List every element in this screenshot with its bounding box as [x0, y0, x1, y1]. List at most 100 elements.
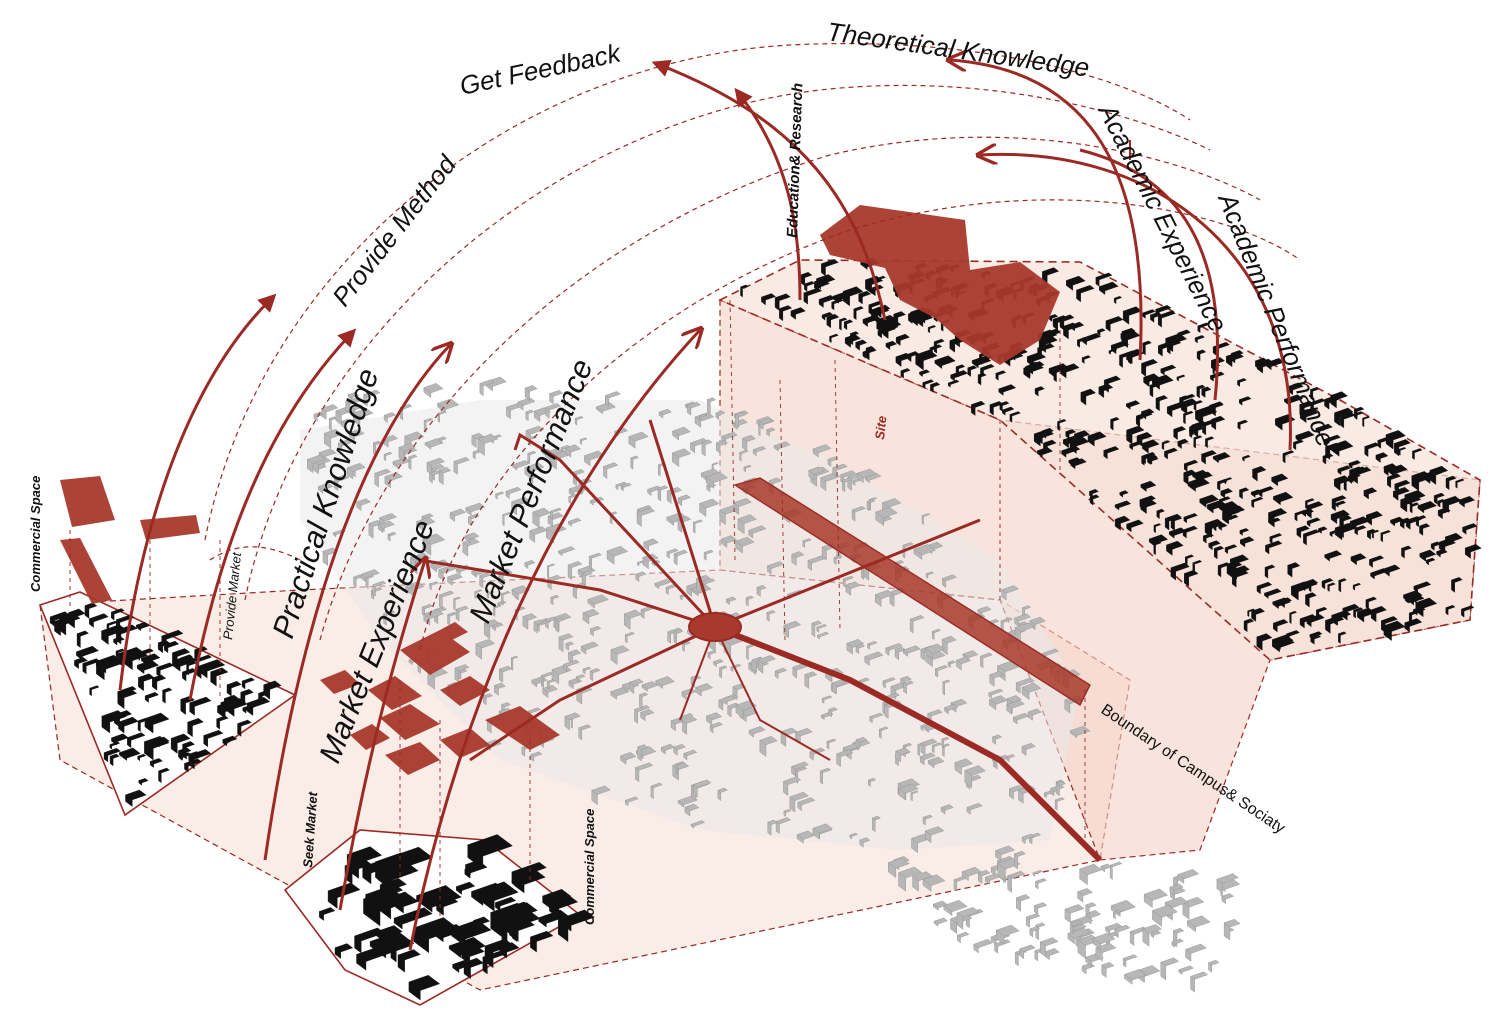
campus-building: [1063, 322, 1079, 340]
city-building: [1208, 959, 1220, 973]
city-building: [660, 743, 675, 755]
road-network: [419, 419, 1103, 863]
city-building: [836, 749, 854, 768]
campus-building: [821, 312, 834, 321]
market-plot-8: [350, 724, 390, 750]
campus-buildings: [740, 257, 1482, 653]
city-building: [677, 795, 698, 808]
commercial-building: [455, 881, 476, 895]
commercial-building: [101, 710, 127, 734]
campus-building: [1334, 407, 1354, 427]
city-building: [429, 581, 439, 591]
city-building: [947, 660, 957, 668]
campus-building: [895, 333, 910, 346]
city-building: [944, 704, 959, 715]
city-building: [475, 639, 496, 660]
city-building: [321, 404, 339, 420]
city-building: [620, 482, 632, 492]
commercial-building: [511, 862, 547, 890]
city-building: [610, 687, 629, 700]
city-building: [741, 435, 756, 452]
market-plot-9: [320, 670, 360, 694]
city-building: [335, 405, 356, 426]
city-building: [882, 677, 896, 689]
city-building: [340, 418, 352, 429]
label-seek-market: Seek Market: [300, 791, 320, 868]
city-building: [383, 412, 396, 423]
campus-building: [1460, 605, 1475, 618]
campus-building: [1272, 619, 1289, 633]
city-building: [533, 619, 544, 634]
city-building: [1095, 942, 1117, 962]
campus-building: [1161, 440, 1171, 451]
city-building: [878, 726, 889, 739]
city-building: [956, 656, 972, 671]
campus-building: [1141, 359, 1158, 377]
city-building: [666, 487, 683, 504]
campus-building: [1177, 438, 1189, 449]
commercial-building: [210, 667, 229, 687]
campus-building: [1135, 416, 1144, 423]
city-building: [383, 451, 393, 462]
city-building: [398, 443, 416, 462]
city-building: [706, 397, 717, 415]
label-commercial-space-bottom: Commercial Space: [582, 809, 597, 925]
campus-building: [1239, 536, 1255, 548]
city-building: [313, 411, 324, 422]
city-building: [465, 502, 486, 517]
city-building: [683, 749, 698, 761]
city-building: [1006, 699, 1025, 715]
city-building: [591, 785, 611, 806]
city-building: [977, 606, 992, 616]
commercial-top-plot-a: [60, 476, 115, 527]
city-building: [746, 644, 755, 661]
campus-building: [1352, 582, 1362, 591]
market-plot-2: [368, 676, 422, 710]
city-building: [1152, 904, 1178, 927]
campus-building: [740, 284, 749, 298]
campus-building: [1098, 281, 1119, 295]
city-building: [748, 525, 767, 539]
campus-building: [1425, 557, 1436, 566]
campus-building: [1403, 590, 1423, 604]
campus-building: [1184, 554, 1195, 568]
city-building: [511, 496, 531, 516]
feedback-return-arrow: [651, 59, 887, 321]
city-building: [700, 468, 720, 481]
campus-building: [1036, 446, 1054, 458]
campus-building: [1464, 544, 1482, 559]
city-building: [720, 535, 738, 548]
campus-building: [1356, 607, 1376, 623]
city-building: [1112, 909, 1122, 920]
city-building: [641, 681, 659, 692]
campus-building: [989, 401, 1004, 416]
academic-performance-arrow: [980, 154, 1292, 451]
campus-building: [1392, 487, 1410, 501]
city-building: [636, 560, 645, 567]
commercial-building: [188, 751, 201, 764]
campus-building: [1196, 384, 1206, 399]
commercial-building: [461, 945, 485, 965]
boundary-strip: [733, 477, 1091, 707]
city-building: [956, 907, 980, 930]
roundabout: [688, 612, 742, 642]
campus-building: [1433, 492, 1445, 505]
commercial-building: [110, 608, 125, 621]
city-building: [995, 845, 1015, 862]
city-building: [1177, 869, 1200, 884]
campus-building: [1113, 296, 1123, 305]
label-education-research: Education& Research: [784, 83, 806, 239]
city-building: [517, 397, 536, 411]
city-building: [673, 549, 688, 566]
campus-building: [1103, 375, 1121, 393]
campus-building: [1442, 495, 1462, 513]
commercial-building: [529, 930, 554, 953]
city-building: [846, 639, 865, 655]
city-building: [479, 379, 495, 397]
city-building: [885, 643, 903, 656]
city-building: [739, 449, 749, 462]
city-building: [1012, 712, 1030, 725]
city-building: [477, 433, 499, 456]
campus-building: [1315, 423, 1333, 435]
city-building: [546, 563, 556, 579]
